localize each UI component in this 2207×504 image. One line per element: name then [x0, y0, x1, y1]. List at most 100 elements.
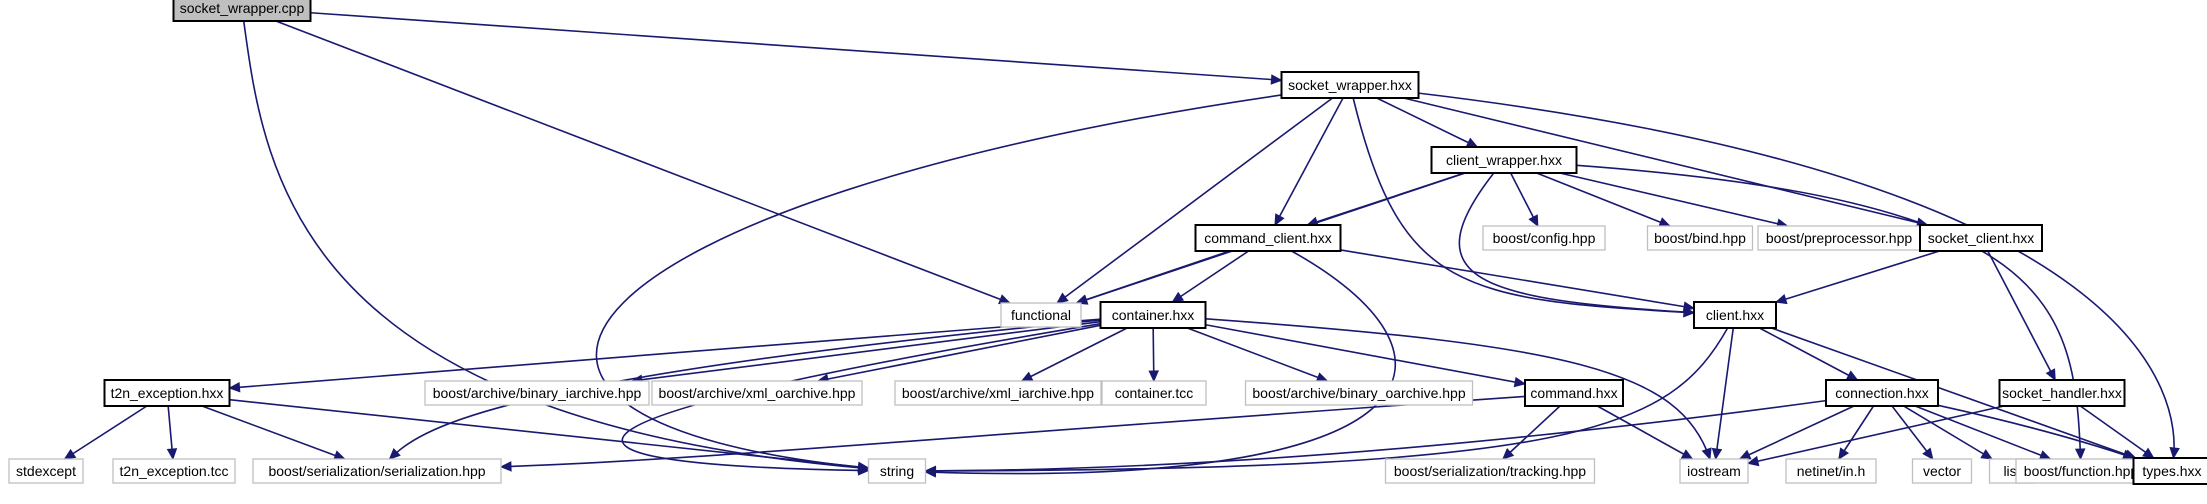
- node-box: [8, 458, 84, 484]
- edge-socket-wrapper-hxx-to-command-client-hxx: [1274, 97, 1344, 226]
- node-box: [1000, 302, 1082, 328]
- node-client-hxx[interactable]: client.hxx: [1693, 301, 1777, 329]
- node-layer: socket_wrapper.cpp socket_wrapper.hxxclie…: [8, 0, 2207, 485]
- node-socket-wrapper-hxx[interactable]: socket_wrapper.hxx: [1280, 71, 1420, 99]
- edge-connection-hxx-to-netinet-in-h: [1838, 405, 1875, 460]
- edge-container-hxx-to-iostream-arrowhead: [1701, 447, 1712, 461]
- edge-socket-wrapper-hxx-to-client-wrapper-hxx: [1376, 97, 1478, 148]
- node-box: [867, 458, 927, 484]
- node-label: client.hxx: [1706, 307, 1764, 323]
- node-label: functional: [1011, 307, 1071, 323]
- edge-client-wrapper-hxx-to-boost-function-hpp-arrowhead: [2074, 448, 2086, 461]
- node-label: socket_handler.hxx: [2002, 385, 2122, 401]
- edge-client-wrapper-hxx-to-boost-config-hpp-arrowhead: [1528, 214, 1539, 228]
- edge-layer: [63, 11, 2180, 478]
- node-label: boost/config.hpp: [1493, 230, 1596, 246]
- edge-socket-wrapper-hxx-to-types-hxx-arrowhead: [2169, 446, 2180, 460]
- edge-connection-hxx-to-netinet-in-h-arrowhead: [1838, 447, 1850, 461]
- node-box: [2015, 458, 2147, 484]
- edge-socket-client-hxx-to-socket-handler-hxx: [1987, 250, 2056, 381]
- edge-socket-wrapper-cpp-to-socket-wrapper-hxx-arrowhead: [1270, 74, 1283, 85]
- node-box: [1693, 301, 1777, 329]
- node-box: [1646, 225, 1754, 251]
- edge-container-hxx-to-t2n-exception-hxx: [229, 318, 1101, 389]
- node-tracking-hpp: boost/serialization/tracking.hpp: [1384, 458, 1596, 484]
- node-binary-oarchive: boost/archive/binary_oarchive.hpp: [1244, 380, 1474, 406]
- node-netinet-in-h: netinet/in.h: [1785, 458, 1877, 484]
- node-container-hxx[interactable]: container.hxx: [1099, 301, 1207, 329]
- node-box: [1280, 71, 1420, 99]
- node-command-hxx[interactable]: command.hxx: [1524, 379, 1624, 407]
- node-label: boost/function.hpp: [2024, 463, 2139, 479]
- node-label: socket_client.hxx: [1928, 230, 2035, 246]
- edge-container-hxx-to-container-tcc-arrowhead: [1148, 370, 1159, 383]
- node-box: [894, 380, 1102, 406]
- edge-command-client-hxx-to-client-hxx-arrowhead: [1682, 301, 1696, 312]
- node-socket-wrapper-cpp[interactable]: socket_wrapper.cpp: [172, 0, 312, 22]
- node-label: boost/archive/xml_oarchive.hpp: [659, 385, 856, 401]
- edge-connection-hxx-to-types-hxx: [1937, 404, 2134, 459]
- node-socket-handler-hxx[interactable]: socket_handler.hxx: [1998, 379, 2126, 407]
- node-binary-iarchive: boost/archive/binary_iarchive.hpp: [424, 380, 650, 406]
- node-connection-hxx[interactable]: connection.hxx: [1825, 379, 1939, 407]
- edge-container-hxx-to-command-hxx-arrowhead: [1513, 376, 1527, 388]
- edge-connection-hxx-to-vector: [1891, 405, 1934, 460]
- node-box: [1919, 224, 2043, 252]
- edge-t2n-exception-hxx-to-string: [229, 398, 869, 469]
- edge-command-client-hxx-to-container-hxx: [1171, 250, 1250, 303]
- node-box: [1101, 380, 1207, 406]
- node-label: t2n_exception.tcc: [120, 463, 229, 479]
- node-label: boost/archive/binary_iarchive.hpp: [433, 385, 642, 401]
- edge-socket-wrapper-hxx-to-functional: [1056, 97, 1334, 304]
- edge-client-hxx-to-types-hxx: [1771, 327, 2136, 459]
- edge-client-wrapper-hxx-to-boost-bind-hpp: [1536, 172, 1671, 227]
- node-t2n-exception-tcc: t2n_exception.tcc: [112, 458, 236, 484]
- node-box: [103, 379, 231, 407]
- node-label: container.tcc: [1115, 385, 1194, 401]
- edge-socket-wrapper-hxx-to-string: [595, 94, 1282, 469]
- edge-t2n-exception-hxx-to-t2n-exception-tcc-arrowhead: [166, 448, 178, 461]
- node-boost-function-hpp: boost/function.hpp: [2015, 458, 2147, 484]
- edge-t2n-exception-hxx-to-serialization-hpp: [201, 405, 345, 460]
- edge-command-client-hxx-to-client-hxx: [1340, 249, 1695, 310]
- edge-t2n-exception-hxx-to-stdexcept: [64, 405, 148, 460]
- node-label: boost/archive/xml_iarchive.hpp: [902, 385, 1094, 401]
- edge-socket-client-hxx-to-client-hxx: [1775, 250, 1940, 303]
- node-serialization-hpp: boost/serialization/serialization.hpp: [252, 458, 502, 484]
- node-label: boost/archive/binary_oarchive.hpp: [1252, 385, 1465, 401]
- edge-container-hxx-to-binary-iarchive: [631, 320, 1101, 382]
- node-box: [1679, 458, 1749, 484]
- node-command-client-hxx[interactable]: command_client.hxx: [1194, 224, 1342, 252]
- edge-client-wrapper-hxx-to-boost-preprocessor-hpp: [1559, 172, 1788, 227]
- edge-container-hxx-to-binary-oarchive: [1187, 327, 1328, 382]
- node-vector: vector: [1911, 458, 1973, 484]
- edge-socket-wrapper-hxx-to-functional-arrowhead: [1056, 292, 1069, 304]
- node-label: string: [880, 463, 914, 479]
- node-boost-preprocessor-hpp: boost/preprocessor.hpp: [1757, 225, 1921, 251]
- edge-container-hxx-to-string: [621, 322, 1101, 472]
- node-t2n-exception-hxx[interactable]: t2n_exception.hxx: [103, 379, 231, 407]
- node-boost-bind-hpp: boost/bind.hpp: [1646, 225, 1754, 251]
- node-boost-config-hpp: boost/config.hpp: [1482, 225, 1606, 251]
- node-socket-client-hxx[interactable]: socket_client.hxx: [1919, 224, 2043, 252]
- node-label: connection.hxx: [1835, 385, 1928, 401]
- node-label: container.hxx: [1112, 307, 1195, 323]
- node-client-wrapper-hxx[interactable]: client_wrapper.hxx: [1430, 146, 1578, 174]
- node-label: netinet/in.h: [1797, 463, 1866, 479]
- edge-socket-handler-hxx-to-iostream: [1747, 405, 2005, 465]
- edge-connection-hxx-to-iostream: [1739, 405, 1855, 460]
- node-box: [424, 380, 650, 406]
- edge-container-hxx-to-serialization-hpp-arrowhead: [388, 447, 401, 460]
- edge-socket-wrapper-hxx-to-command-client-hxx-arrowhead: [1274, 213, 1285, 227]
- edge-command-hxx-to-tracking-hpp-arrowhead: [1502, 447, 1515, 460]
- node-box: [1099, 301, 1207, 329]
- edge-container-hxx-to-command-hxx: [1205, 323, 1526, 385]
- node-types-hxx[interactable]: types.hxx: [2132, 457, 2207, 485]
- node-label: boost/serialization/serialization.hpp: [268, 463, 485, 479]
- node-box: [112, 458, 236, 484]
- node-label: t2n_exception.hxx: [111, 385, 224, 401]
- edge-connection-hxx-to-vector-arrowhead: [1922, 447, 1934, 460]
- node-box: [2132, 457, 2207, 485]
